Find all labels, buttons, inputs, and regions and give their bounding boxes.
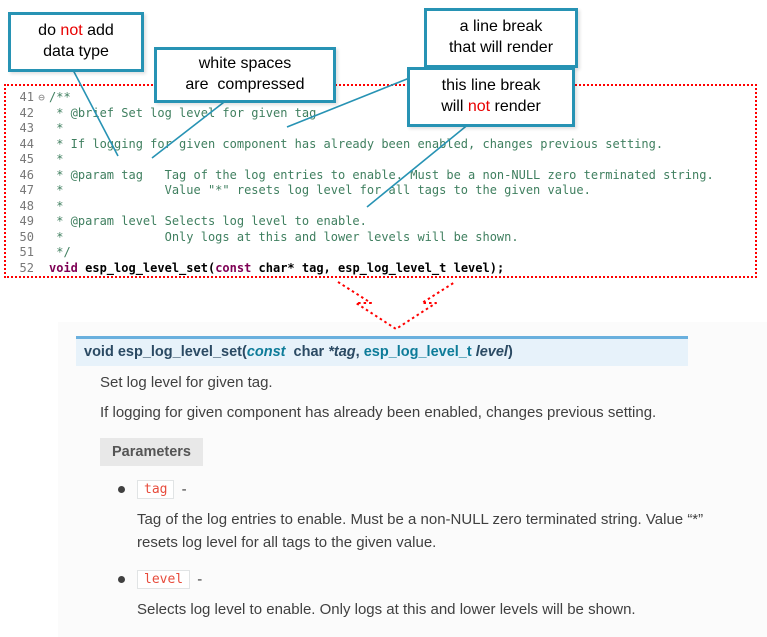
code-text: */ [49, 245, 71, 259]
callout-text: data type [43, 43, 109, 60]
function-name: esp_log_level_set [117, 344, 242, 360]
callout-no-data-type: do not add data type [8, 12, 144, 72]
param-head: tag - [118, 480, 743, 499]
code-line: 47 * Value "*" resets log level for all … [10, 183, 755, 199]
line-number: 44 [19, 136, 34, 151]
fold-gutter [34, 214, 49, 230]
code-text: * If logging for given component has alr… [49, 136, 664, 151]
param-description: Tag of the log entries to enable. Must b… [137, 511, 704, 552]
callout-text: that will render [448, 39, 554, 56]
fold-gutter [34, 230, 49, 246]
param-description: Selects log level to enable. Only logs a… [137, 601, 636, 618]
fold-gutter [34, 152, 49, 168]
line-number: 42 [19, 105, 34, 120]
code-line: 46 * @param tag Tag of the log entries t… [10, 168, 755, 184]
code-segment: char* tag, esp_log_level_t level); [251, 260, 505, 275]
fold-marker-icon[interactable]: ⊖ [38, 91, 45, 104]
line-number: 41 [19, 90, 34, 104]
callout-line-break-not-render: this line break will not render [407, 67, 575, 127]
line-number: 51 [19, 245, 34, 259]
param-name-chip: level [137, 570, 191, 589]
rendered-docs-panel: void esp_log_level_set(const char *tag, … [58, 322, 767, 637]
brief-description: Set log level for given tag. [100, 374, 273, 391]
param-dash: - [193, 571, 203, 588]
line-number: 52 [19, 260, 34, 275]
line-number: 47 [19, 183, 34, 197]
function-signature: void esp_log_level_set(const char *tag, … [76, 336, 688, 366]
code-line: 51 */ [10, 245, 755, 261]
code-text: * [49, 152, 64, 166]
fold-gutter [34, 168, 49, 184]
code-line: 52 void esp_log_level_set(const char* tag… [10, 261, 755, 277]
callout-text-emphasis: not [60, 22, 83, 40]
code-text: * @param tag Tag of the log entries to e… [49, 167, 714, 182]
comma: , [355, 344, 364, 360]
code-text: /** [49, 90, 71, 104]
fold-gutter [34, 245, 49, 261]
list-item: tag - Tag of the log entries to enable. … [118, 480, 743, 555]
line-number: 46 [19, 167, 34, 182]
code-line: 44 * If logging for given component has … [10, 137, 755, 153]
line-number: 43 [19, 121, 34, 135]
list-item: level - Selects log level to enable. Onl… [118, 570, 743, 621]
keyword-const: const [215, 260, 252, 275]
code-line: 42 * @brief Set log level for given tag [10, 106, 755, 122]
code-line: 50 * Only logs at this and lower levels … [10, 230, 755, 246]
callout-text: add [82, 22, 114, 40]
param-head: level - [118, 570, 743, 589]
callout-text: this line break [441, 77, 541, 95]
keyword-void: void [49, 260, 78, 275]
param-tag: *tag [328, 344, 356, 360]
code-line: 49 * @param level Selects log level to e… [10, 214, 755, 230]
callout-text: a line break [459, 18, 543, 36]
code-line: 45 * [10, 152, 755, 168]
code-text: * Only logs at this and lower levels wil… [49, 229, 519, 244]
fold-gutter [34, 121, 49, 137]
return-type: void [84, 344, 118, 360]
fold-gutter [34, 261, 49, 277]
code-text: * [49, 121, 64, 135]
param-dash: - [177, 481, 187, 498]
callout-text: render [490, 98, 541, 115]
line-number: 48 [19, 198, 34, 213]
parameters-heading: Parameters [100, 438, 203, 466]
code-editor: 41 ⊖ /** 42 * @brief Set log level for giv… [4, 84, 757, 278]
callout-text: white spaces [198, 55, 292, 73]
line-number: 50 [19, 229, 34, 244]
detail-description: If logging for given component has alrea… [100, 404, 657, 421]
code-text: * @param level Selects log level to enab… [49, 214, 367, 228]
callout-text-emphasis: not [467, 98, 491, 115]
fold-gutter [34, 199, 49, 215]
callout-whitespace-compressed: white spaces are compressed [154, 47, 336, 103]
param-level: level [471, 344, 508, 360]
paren: ( [241, 344, 247, 360]
line-number: 45 [19, 152, 34, 166]
code-line: 41 ⊖ /** [10, 90, 755, 106]
bullet-icon [118, 576, 125, 583]
callout-line-break-renders: a line break that will render [424, 8, 578, 68]
fold-gutter [34, 183, 49, 199]
fold-gutter [34, 106, 49, 122]
callout-text: are compressed [185, 76, 305, 93]
paren: ) [507, 344, 513, 360]
code-text: * [49, 198, 64, 213]
const-keyword: const [246, 344, 286, 360]
callout-text: will [441, 98, 468, 115]
param-type: esp_log_level_t [363, 344, 472, 360]
code-text: * @brief Set log level for given tag [49, 105, 317, 120]
callout-text: do [38, 22, 61, 40]
callout-line: do not add [38, 21, 114, 42]
bullet-icon [118, 486, 125, 493]
code-segment: esp_log_level_set( [77, 260, 216, 275]
code-line: 48 * [10, 199, 755, 215]
char-type: char [285, 344, 329, 360]
fold-gutter [34, 137, 49, 153]
line-number: 49 [19, 214, 34, 228]
param-name-chip: tag [137, 480, 175, 499]
code-text: void esp_log_level_set(const char* tag, … [49, 261, 504, 277]
code-line: 43 * [10, 121, 755, 137]
code-text: * Value "*" resets log level for all tag… [49, 183, 591, 197]
callout-line: will not render [441, 97, 541, 118]
